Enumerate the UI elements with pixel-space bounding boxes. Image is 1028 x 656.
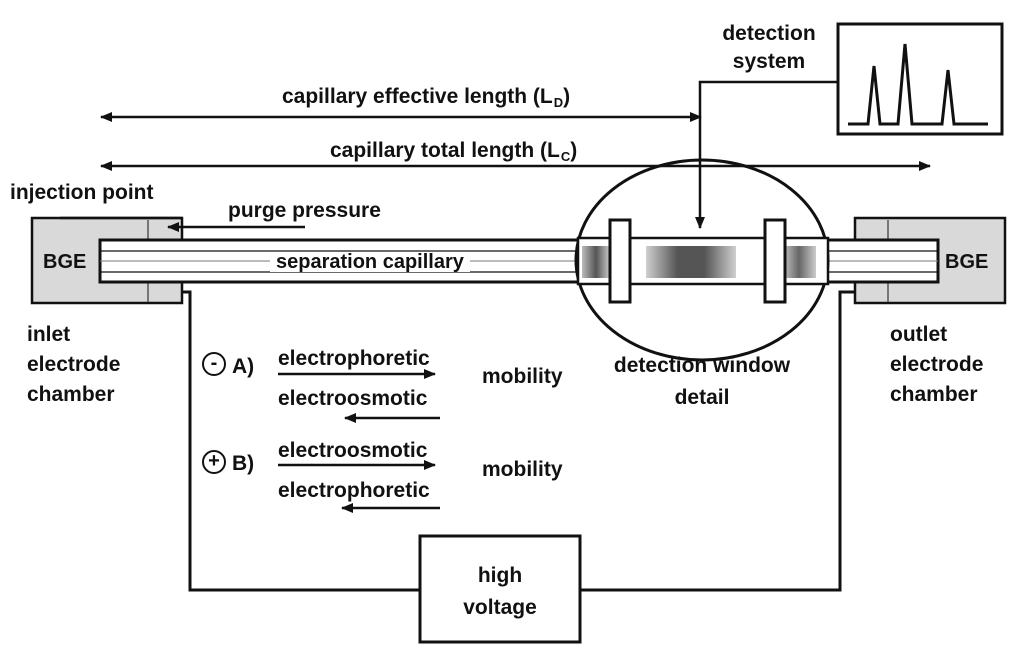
mode-a-result-label: mobility xyxy=(482,365,563,388)
analyte-band xyxy=(646,246,736,278)
mode-b-bottom-label: electrophoretic xyxy=(278,479,430,502)
outlet-chamber-label: outlet electrode chamber xyxy=(890,323,984,406)
separation-capillary-label: separation capillary xyxy=(270,252,470,272)
analyte-band xyxy=(782,246,816,278)
purge-pressure-label: purge pressure xyxy=(228,199,381,222)
detector-connector-arrow xyxy=(695,80,838,229)
capillary-sleeve-left xyxy=(608,218,632,304)
electropherogram-trace xyxy=(848,43,988,126)
high-voltage-label: high voltage xyxy=(463,564,537,619)
bge-left-label: BGE xyxy=(43,251,87,273)
mode-b-top-label: electroosmotic xyxy=(278,439,428,462)
positive-polarity-icon: + xyxy=(202,450,226,474)
mode-b-result-label: mobility xyxy=(482,458,563,481)
total-length-label: capillary total length (LC) xyxy=(330,139,578,164)
mode-a-bottom-label: electroosmotic xyxy=(278,387,428,410)
negative-polarity-icon: - xyxy=(202,352,226,376)
detection-system-label: detection system xyxy=(722,22,816,73)
injection-point-label: injection point xyxy=(10,181,154,204)
mode-a-top-label: electrophoretic xyxy=(278,347,430,370)
detection-window-detail xyxy=(574,158,830,362)
inlet-chamber-label: inlet electrode chamber xyxy=(27,323,121,406)
capillary-sleeve-right xyxy=(763,218,787,304)
mode-b-letter: B) xyxy=(232,452,255,475)
high-voltage-box xyxy=(418,534,582,644)
bge-right-label: BGE xyxy=(945,251,989,273)
analyte-band xyxy=(582,246,610,278)
detection-window-label: detection window detail xyxy=(613,354,791,409)
mode-a-letter: A) xyxy=(232,355,255,378)
effective-length-label: capillary effective length (LD) xyxy=(282,85,571,110)
detection-system-box xyxy=(836,22,1004,136)
